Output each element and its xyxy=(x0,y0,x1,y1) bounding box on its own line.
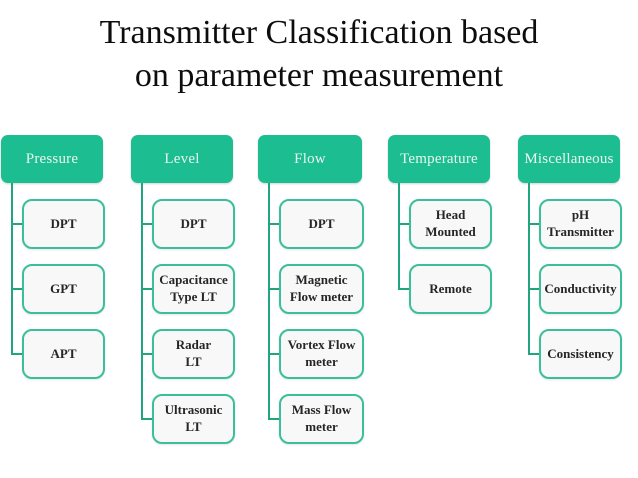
connector-stub xyxy=(528,288,540,290)
category-header-miscellaneous: Miscellaneous xyxy=(518,135,620,183)
connector-stub xyxy=(141,288,153,290)
connector-stub xyxy=(398,223,410,225)
connector-stub xyxy=(11,223,23,225)
connector-line xyxy=(528,183,530,355)
connector-line xyxy=(141,183,143,420)
connector-stub xyxy=(528,353,540,355)
node-radar-lt: Radar LT xyxy=(152,329,235,379)
node-gpt: GPT xyxy=(22,264,105,314)
node-consistency: Consistency xyxy=(539,329,622,379)
node-capacitance-type-lt: Capacitance Type LT xyxy=(152,264,235,314)
node-conductivity: Conductivity xyxy=(539,264,622,314)
connector-line xyxy=(268,183,270,420)
connector-stub xyxy=(141,353,153,355)
node-dpt: DPT xyxy=(22,199,105,249)
category-header-pressure: Pressure xyxy=(1,135,103,183)
node-dpt: DPT xyxy=(152,199,235,249)
connector-stub xyxy=(268,418,280,420)
node-ph-transmitter: pH Transmitter xyxy=(539,199,622,249)
node-mass-flow-meter: Mass Flow meter xyxy=(279,394,364,444)
connector-stub xyxy=(141,223,153,225)
category-header-temperature: Temperature xyxy=(388,135,490,183)
slide-title: Transmitter Classification based on para… xyxy=(99,14,539,94)
category-header-level: Level xyxy=(131,135,233,183)
node-ultrasonic-lt: Ultrasonic LT xyxy=(152,394,235,444)
category-header-flow: Flow xyxy=(258,135,362,183)
connector-line xyxy=(11,183,13,355)
connector-line xyxy=(398,183,400,290)
node-magnetic-flow-meter: Magnetic Flow meter xyxy=(279,264,364,314)
connector-stub xyxy=(268,353,280,355)
connector-stub xyxy=(268,223,280,225)
connector-stub xyxy=(11,288,23,290)
node-head-mounted: Head Mounted xyxy=(409,199,492,249)
node-apt: APT xyxy=(22,329,105,379)
connector-stub xyxy=(268,288,280,290)
node-dpt: DPT xyxy=(279,199,364,249)
connector-stub xyxy=(528,223,540,225)
node-vortex-flow-meter: Vortex Flow meter xyxy=(279,329,364,379)
connector-stub xyxy=(141,418,153,420)
node-remote: Remote xyxy=(409,264,492,314)
connector-stub xyxy=(398,288,410,290)
connector-stub xyxy=(11,353,23,355)
